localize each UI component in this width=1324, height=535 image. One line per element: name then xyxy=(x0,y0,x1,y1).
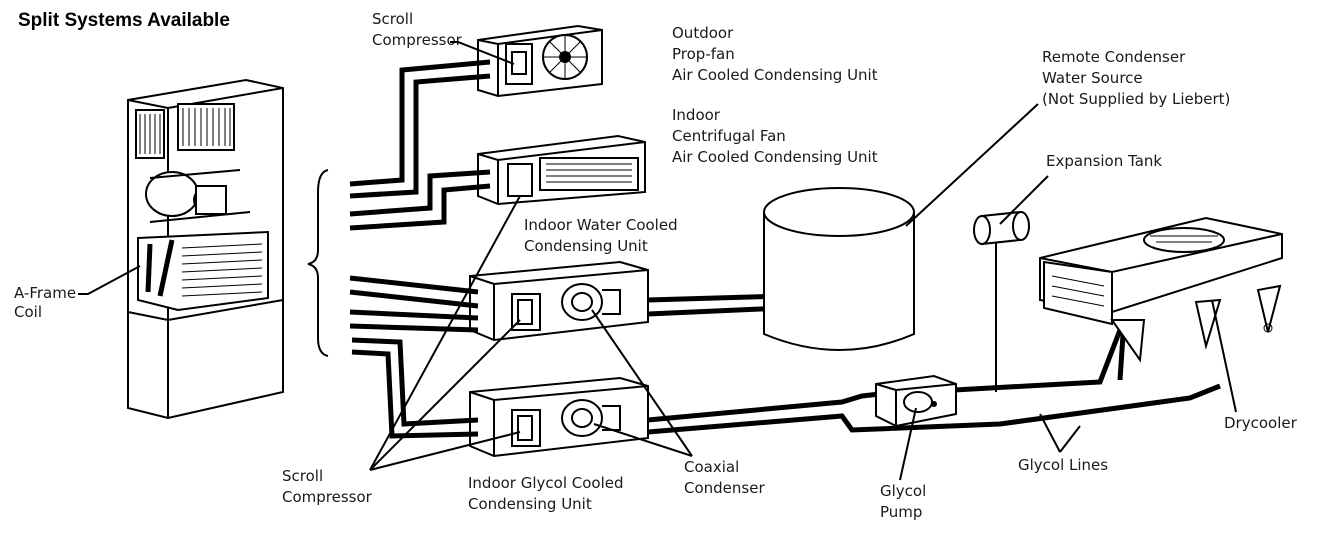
water-cooled-label-line1: Indoor Water Cooled xyxy=(524,216,678,234)
coaxial-condenser-label-line2: Condenser xyxy=(684,479,765,497)
expansion-tank-leader xyxy=(999,175,1049,225)
a-frame-coil-label-line2: Coil xyxy=(14,303,42,321)
indoor-centrifugal-fan-unit xyxy=(477,134,646,206)
remote-condenser-leader xyxy=(905,103,1039,227)
drycooler-label: Drycooler xyxy=(1224,414,1298,432)
glycol-lines-leaders xyxy=(1039,413,1081,453)
outdoor-unit-label-line1: Outdoor xyxy=(672,24,734,42)
scroll-compressor-bottom-label-line2: Compressor xyxy=(282,488,373,506)
diagram-title: Split Systems Available xyxy=(18,10,230,31)
water-cooled-label-line2: Condensing Unit xyxy=(524,237,648,255)
system-bracket xyxy=(307,169,329,357)
a-frame-coil-label-line1: A-Frame xyxy=(14,284,76,302)
remote-condenser-label-line1: Remote Condenser xyxy=(1042,48,1186,66)
outdoor-unit-label-line3: Air Cooled Condensing Unit xyxy=(672,66,878,84)
indoor-glycol-cooled-unit xyxy=(469,376,649,458)
glycol-pump-leader xyxy=(899,407,917,481)
scroll-compressor-top-label-line2: Compressor xyxy=(372,31,463,49)
glycol-cooled-label-line2: Condensing Unit xyxy=(468,495,592,513)
remote-condenser-tank xyxy=(763,187,915,351)
coaxial-condenser-leaders xyxy=(591,309,693,457)
outdoor-prop-fan-unit xyxy=(477,24,603,98)
coaxial-condenser-label-line1: Coaxial xyxy=(684,458,739,476)
water-line-lower xyxy=(647,305,785,317)
indoor-cabinet xyxy=(127,78,284,420)
scroll-compressor-bottom-leaders xyxy=(369,195,521,471)
water-line-upper xyxy=(647,293,785,303)
outdoor-unit-label-line2: Prop-fan xyxy=(672,45,735,63)
glycol-pump xyxy=(875,374,957,428)
expansion-tank-label: Expansion Tank xyxy=(1046,152,1162,170)
indoor-water-cooled-unit xyxy=(469,260,649,342)
indoor-centrifugal-label-line3: Air Cooled Condensing Unit xyxy=(672,148,878,166)
scroll-compressor-top-label-line1: Scroll xyxy=(372,10,413,28)
expansion-tank xyxy=(973,210,1030,392)
glycol-lines-label: Glycol Lines xyxy=(1018,456,1108,474)
refrigerant-lines xyxy=(349,59,491,439)
scroll-compressor-bottom-label-line1: Scroll xyxy=(282,467,323,485)
remote-condenser-label-line2: Water Source xyxy=(1042,69,1143,87)
scroll-compressor-top-leader xyxy=(450,41,515,65)
drycooler-leader xyxy=(1211,299,1237,413)
indoor-centrifugal-label-line2: Centrifugal Fan xyxy=(672,127,786,145)
glycol-cooled-label-line1: Indoor Glycol Cooled xyxy=(468,474,624,492)
drycooler xyxy=(1039,216,1283,363)
indoor-centrifugal-label-line1: Indoor xyxy=(672,106,721,124)
glycol-pump-label-line2: Pump xyxy=(880,503,922,521)
remote-condenser-label-line3: (Not Supplied by Liebert) xyxy=(1042,90,1230,108)
glycol-pump-label-line1: Glycol xyxy=(880,482,926,500)
